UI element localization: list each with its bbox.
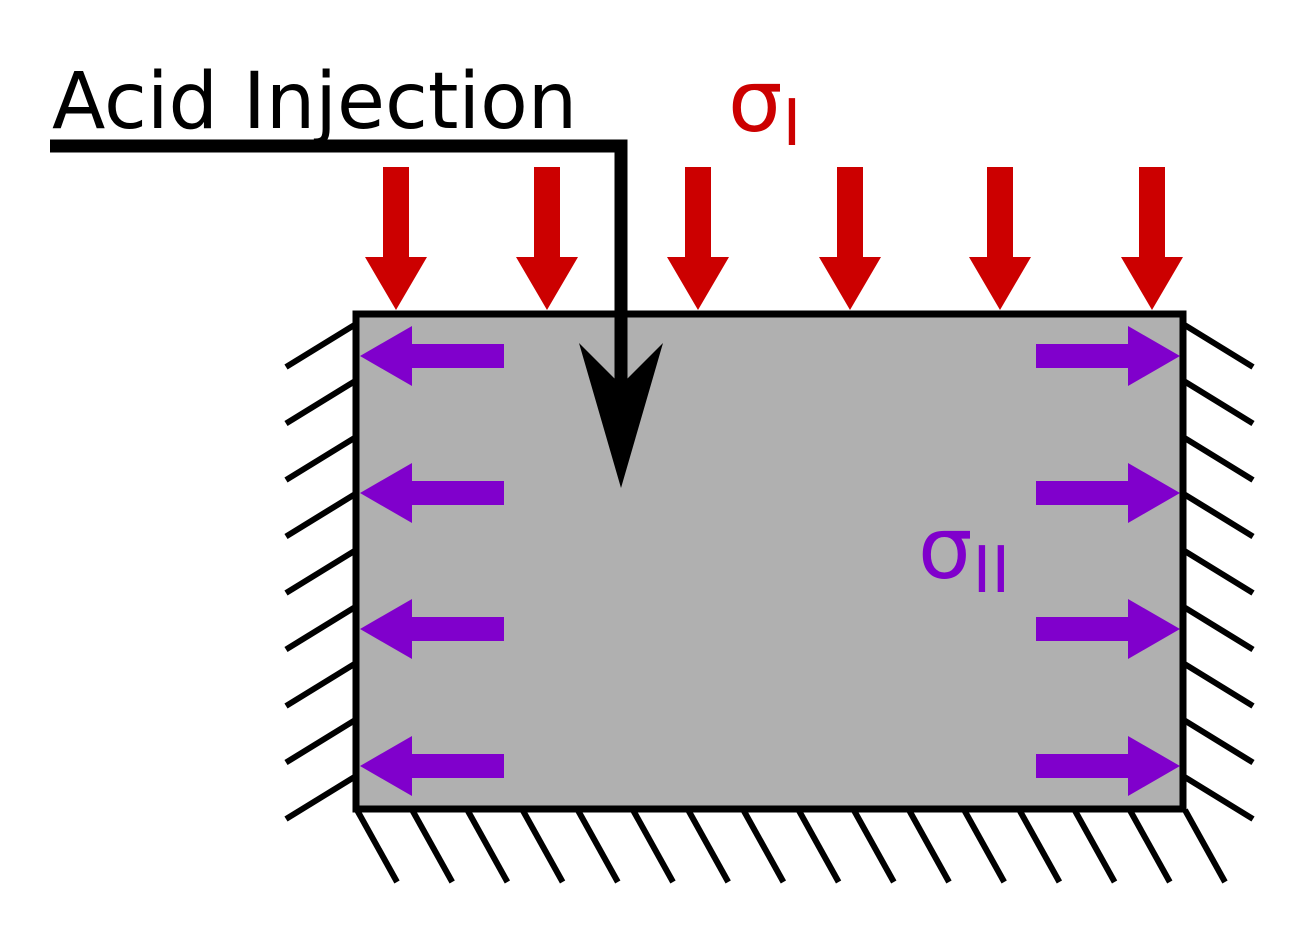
hatch-line — [740, 808, 787, 884]
hatch-line — [354, 808, 400, 884]
bottom-support-hatching — [354, 808, 1228, 884]
hatch-line — [1181, 773, 1255, 822]
hatch-line — [1181, 377, 1255, 427]
sigma-1-arrows — [365, 167, 1183, 310]
arrow-left-icon — [360, 463, 504, 523]
hatch-line — [1016, 808, 1063, 884]
hatch-line — [685, 808, 731, 884]
hatch-line — [284, 434, 358, 483]
sigma-2-subscript: II — [973, 534, 1011, 608]
sigma-2-right-arrows — [1036, 326, 1180, 796]
left-support-hatching — [284, 321, 358, 822]
hatch-line — [851, 808, 897, 884]
hatch-line — [1181, 321, 1255, 370]
sigma-2-left-arrows — [360, 326, 504, 796]
hatch-line — [284, 547, 358, 596]
sigma-1-label: σI — [728, 52, 801, 161]
hatch-line — [1181, 434, 1255, 483]
sigma-1-subscript: I — [783, 87, 802, 161]
injection-arrowhead-icon — [579, 343, 663, 488]
hatch-line — [1182, 808, 1228, 884]
arrow-left-icon — [360, 599, 504, 659]
hatch-line — [464, 808, 511, 884]
hatch-line — [906, 808, 952, 884]
hatch-line — [1181, 603, 1255, 653]
hatch-line — [1127, 808, 1173, 884]
injection-pipe — [50, 139, 628, 385]
acid-injection-label: Acid Injection — [52, 57, 577, 147]
arrow-down-icon — [819, 167, 881, 310]
hatch-line — [630, 808, 676, 884]
hatch-line — [284, 660, 358, 709]
arrow-down-icon — [667, 167, 729, 310]
arrow-right-icon — [1036, 599, 1180, 659]
arrow-down-icon — [365, 167, 427, 310]
arrow-down-icon — [1121, 167, 1183, 310]
hatch-line — [575, 808, 621, 884]
hatch-line — [409, 808, 455, 884]
hatch-line — [284, 377, 358, 427]
hatch-line — [284, 321, 358, 370]
hatch-line — [961, 808, 1007, 884]
arrow-down-icon — [969, 167, 1031, 310]
sigma-1-symbol: σ — [728, 52, 783, 152]
arrow-right-icon — [1036, 326, 1180, 386]
arrow-right-icon — [1036, 736, 1180, 796]
hatch-line — [1071, 808, 1118, 884]
hatch-line — [519, 808, 566, 884]
hatch-line — [1181, 716, 1255, 766]
hatch-line — [284, 603, 358, 653]
sigma-2-symbol: σ — [918, 499, 973, 599]
hatch-line — [1181, 660, 1255, 709]
arrow-right-icon — [1036, 463, 1180, 523]
arrow-left-icon — [360, 326, 504, 386]
rock-block — [352, 310, 1187, 813]
arrow-down-icon — [516, 167, 578, 310]
hatch-line — [1181, 490, 1255, 540]
hatch-line — [1181, 547, 1255, 596]
hatch-line — [795, 808, 842, 884]
hatch-line — [284, 716, 358, 766]
hatch-line — [284, 490, 358, 540]
arrow-left-icon — [360, 736, 504, 796]
right-support-hatching — [1181, 321, 1255, 822]
hatch-line — [284, 773, 358, 822]
sigma-2-label: σII — [918, 499, 1010, 608]
